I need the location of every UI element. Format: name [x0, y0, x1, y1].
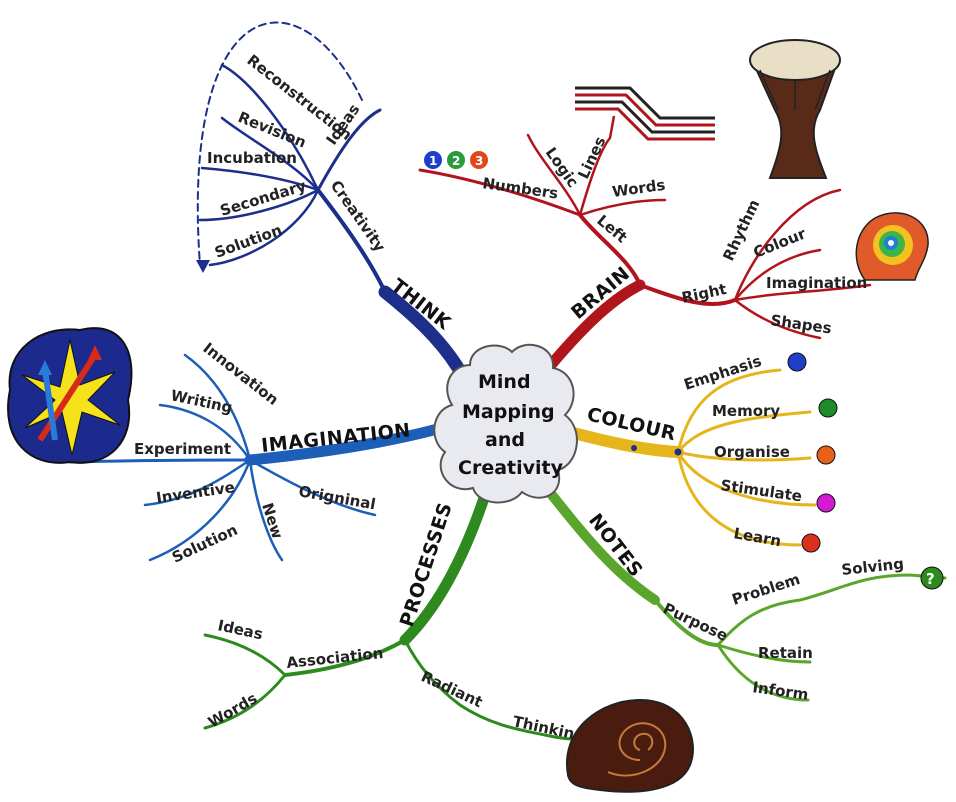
processes-words-label: Words: [205, 689, 260, 731]
brain-branch: [418, 133, 872, 378]
processes-radiant-label: Radiant: [418, 667, 485, 711]
notes-retain-label: Retain: [758, 644, 813, 662]
colour-dot-blue: [787, 352, 807, 372]
fireworks-icon: [7, 327, 133, 464]
think-solution-label: Solution: [212, 221, 284, 262]
colour-item-organise: Organise: [714, 443, 790, 461]
center-line-1: Mind: [478, 371, 531, 393]
parallel-lines-icon: [575, 86, 715, 141]
imagination-writing-label: Writing: [169, 386, 234, 417]
number-badges: 1 2 3: [424, 151, 488, 169]
notes-inform-label: Inform: [751, 678, 809, 704]
colour-dot-green: [818, 398, 838, 418]
badge-2: 2: [452, 154, 460, 168]
think-incubation-label: Incubation: [207, 149, 297, 167]
brain-lines-label: Lines: [574, 134, 609, 182]
center-line-4: Creativity: [458, 457, 564, 479]
drum-icon: [749, 39, 841, 179]
center-line-3: and: [485, 429, 525, 451]
colour-dot-orange: [816, 445, 836, 465]
notes-problem-label: Problem: [730, 570, 803, 609]
center-line-2: Mapping: [462, 401, 555, 423]
brain-words-label: Words: [611, 176, 666, 201]
colour-dot-magenta: [816, 493, 836, 513]
question-icon: [920, 566, 944, 590]
imagination-original-label: Origninal: [297, 482, 377, 513]
brain-imagination-label: Imagination: [766, 274, 867, 292]
think-secondary-label: Secondary: [218, 177, 308, 220]
colour-dot-red: [801, 533, 821, 553]
head-icon: [855, 212, 929, 281]
brain-numbers-label: Numbers: [481, 174, 559, 202]
notes-branch: [535, 475, 947, 702]
colour-node-dot-2: [631, 445, 637, 451]
colour-node-dot: [674, 448, 682, 456]
ammonite-fossil-icon: [565, 698, 694, 793]
colour-item-emphasis: Emphasis: [682, 352, 764, 394]
brain-left-label: Left: [593, 211, 630, 246]
badge-1: 1: [429, 154, 437, 168]
center-cloud: [433, 343, 578, 504]
question-mark: ?: [926, 570, 935, 588]
colour-item-learn: Learn: [732, 524, 782, 550]
colour-item-memory: Memory: [712, 402, 780, 420]
imagination-experiment-label: Experiment: [134, 440, 231, 458]
badge-3: 3: [475, 154, 483, 168]
imagination-inventive-label: Inventive: [155, 478, 236, 507]
